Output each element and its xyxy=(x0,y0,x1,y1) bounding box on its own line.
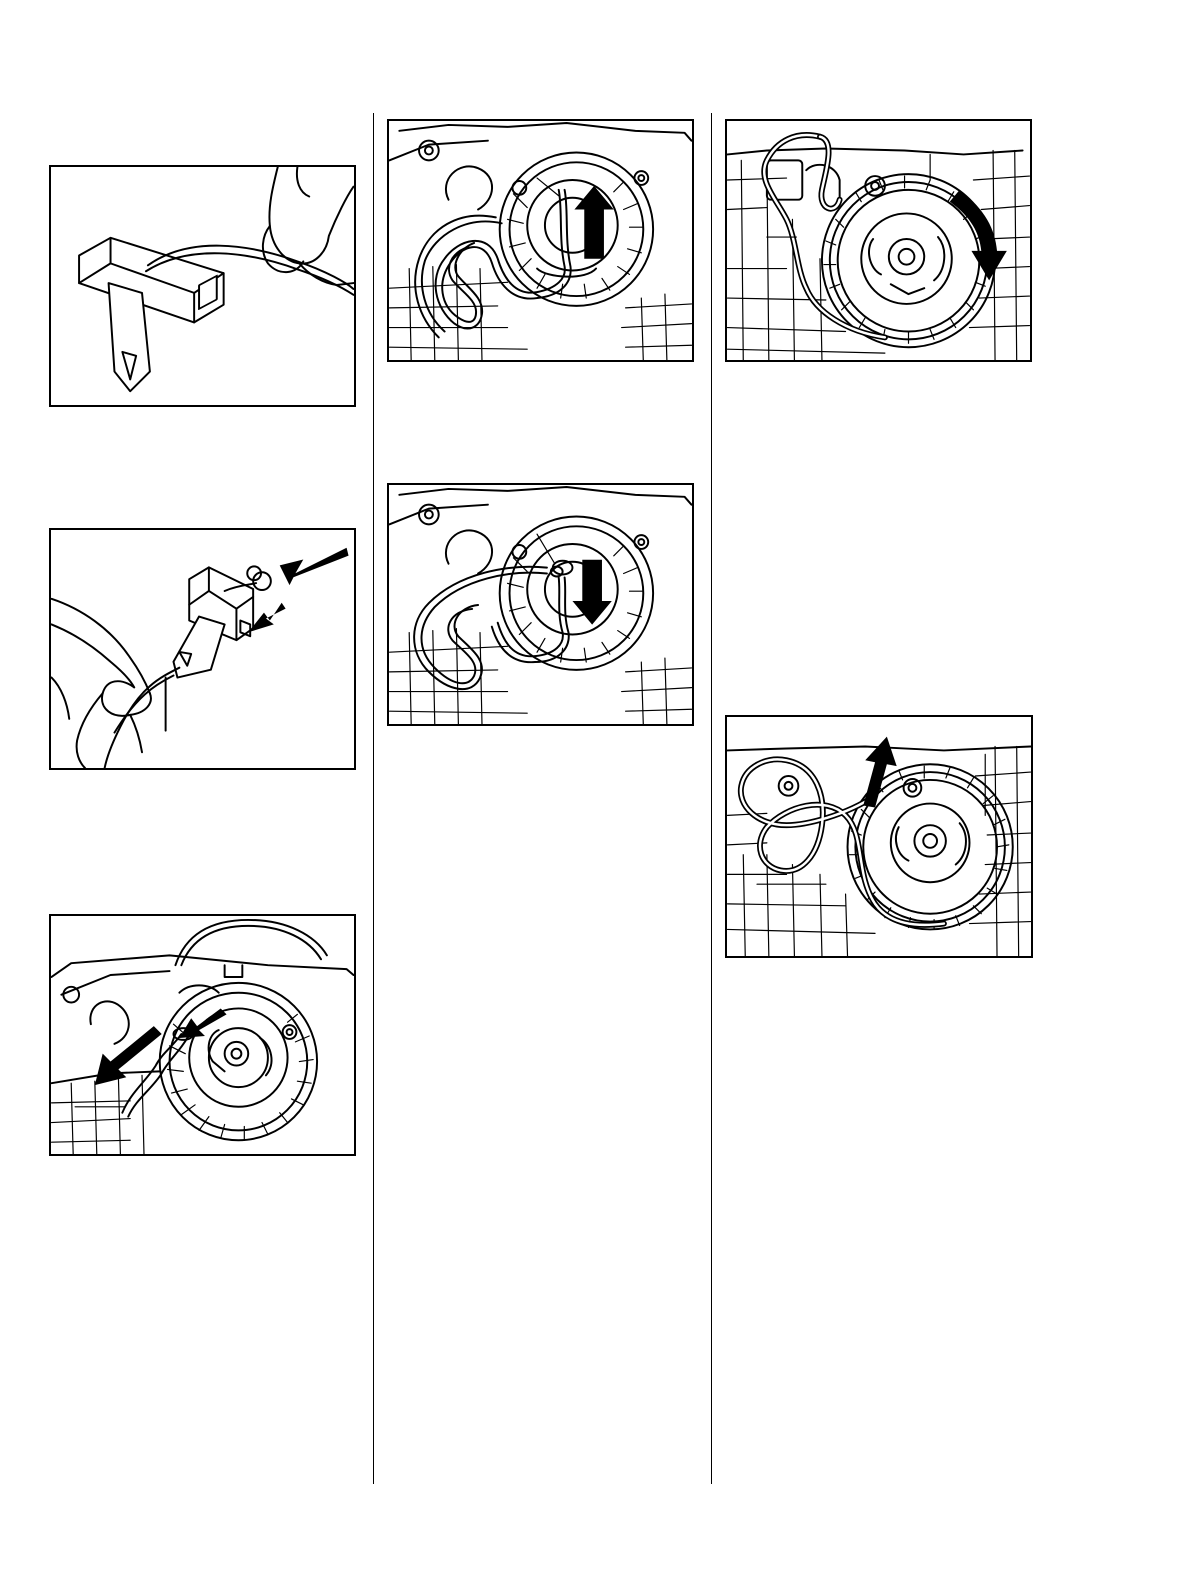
column-divider-left xyxy=(373,113,374,1484)
rope-pulled-out-illustration xyxy=(727,717,1031,956)
figure-rope-through-guide xyxy=(49,914,356,1156)
starter-grip-rope-illustration xyxy=(51,167,354,405)
figure-starter-grip-rope xyxy=(49,165,356,407)
figure-rope-pushed-down-rotor xyxy=(387,483,694,726)
rope-pulled-up-rotor-illustration xyxy=(389,121,692,360)
figure-rotor-clockwise-turn xyxy=(725,119,1032,362)
figure-starter-grip-knot xyxy=(49,528,356,770)
starter-grip-knot-illustration xyxy=(51,530,354,768)
figure-rope-pulled-up-rotor xyxy=(387,119,694,362)
figure-rope-pulled-out xyxy=(725,715,1033,958)
column-divider-right xyxy=(711,113,712,1484)
rope-through-guide-illustration xyxy=(51,916,354,1154)
rope-pushed-down-rotor-illustration xyxy=(389,485,692,724)
rotor-clockwise-turn-illustration xyxy=(727,121,1030,360)
